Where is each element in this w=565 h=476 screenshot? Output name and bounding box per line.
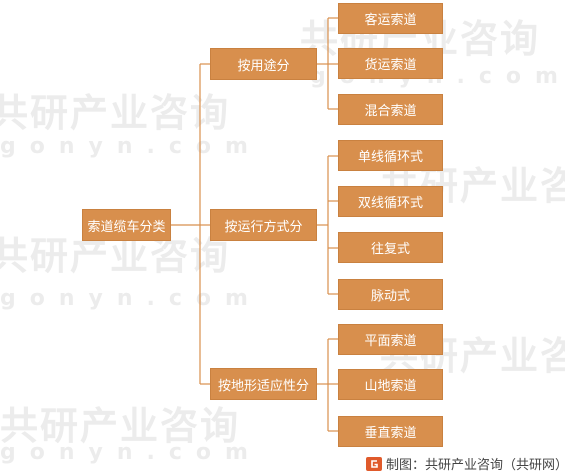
credit-text: 制图：共研产业咨询（共研网） — [386, 457, 565, 472]
leaf-node: 混合索道 — [338, 94, 443, 125]
leaf-node: 山地索道 — [338, 369, 443, 400]
group-node-operation: 按运行方式分 — [210, 209, 317, 241]
gonyn-logo-icon — [366, 456, 382, 471]
source-credit: 制图：共研产业咨询（共研网） — [366, 454, 565, 473]
leaf-node: 垂直索道 — [338, 416, 443, 447]
leaf-node: 单线循环式 — [338, 140, 443, 171]
leaf-node: 货运索道 — [338, 48, 443, 79]
group-node-terrain: 按地形适应性分 — [210, 368, 317, 400]
leaf-node: 平面索道 — [338, 324, 443, 355]
group-node-usage: 按用途分 — [210, 48, 317, 80]
root-node: 索道缆车分类 — [82, 209, 171, 241]
leaf-node: 双线循环式 — [338, 186, 443, 217]
leaf-node: 往复式 — [338, 232, 443, 263]
leaf-node: 脉动式 — [338, 279, 443, 310]
leaf-node: 客运索道 — [338, 3, 443, 34]
